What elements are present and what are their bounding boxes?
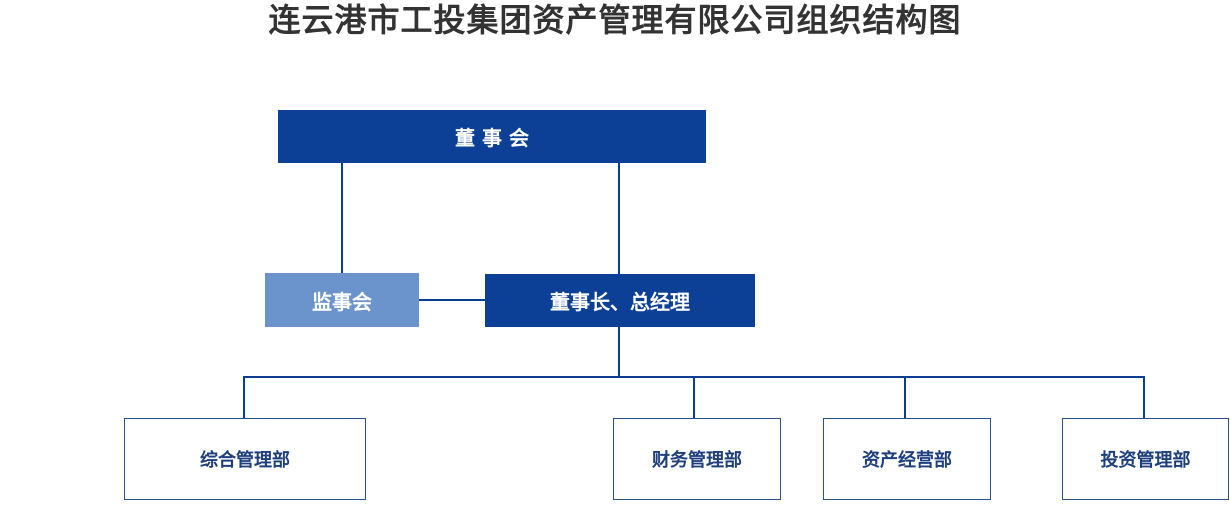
node-dept-investment: 投资管理部: [1062, 418, 1229, 500]
node-chairman-gm-label: 董事长、总经理: [550, 290, 690, 314]
connector-dept-asset-ops: [904, 376, 906, 418]
connector-chairman-down: [618, 327, 620, 377]
connector-supervisors-chairman: [418, 299, 485, 301]
node-supervisors: 监事会: [265, 273, 419, 327]
connector-board-chairman: [618, 163, 620, 274]
node-dept-general: 综合管理部: [124, 418, 366, 500]
node-dept-finance: 财务管理部: [613, 418, 781, 500]
node-dept-asset-ops: 资产经营部: [823, 418, 991, 500]
node-board: 董 事 会: [278, 110, 706, 163]
node-dept-investment-label: 投资管理部: [1100, 450, 1191, 471]
node-dept-finance-label: 财务管理部: [652, 450, 742, 471]
connector-board-supervisors: [341, 163, 343, 273]
connector-dept-general: [243, 376, 245, 418]
node-chairman-gm: 董事长、总经理: [485, 274, 755, 327]
connector-dept-investment: [1143, 376, 1145, 418]
node-dept-general-label: 综合管理部: [200, 450, 290, 471]
chart-title: 连云港市工投集团资产管理有限公司组织结构图: [268, 1, 962, 39]
node-dept-asset-ops-label: 资产经营部: [862, 450, 952, 471]
node-supervisors-label: 监事会: [312, 289, 372, 314]
connector-dept-finance: [693, 376, 695, 418]
node-board-label: 董 事 会: [455, 126, 529, 150]
